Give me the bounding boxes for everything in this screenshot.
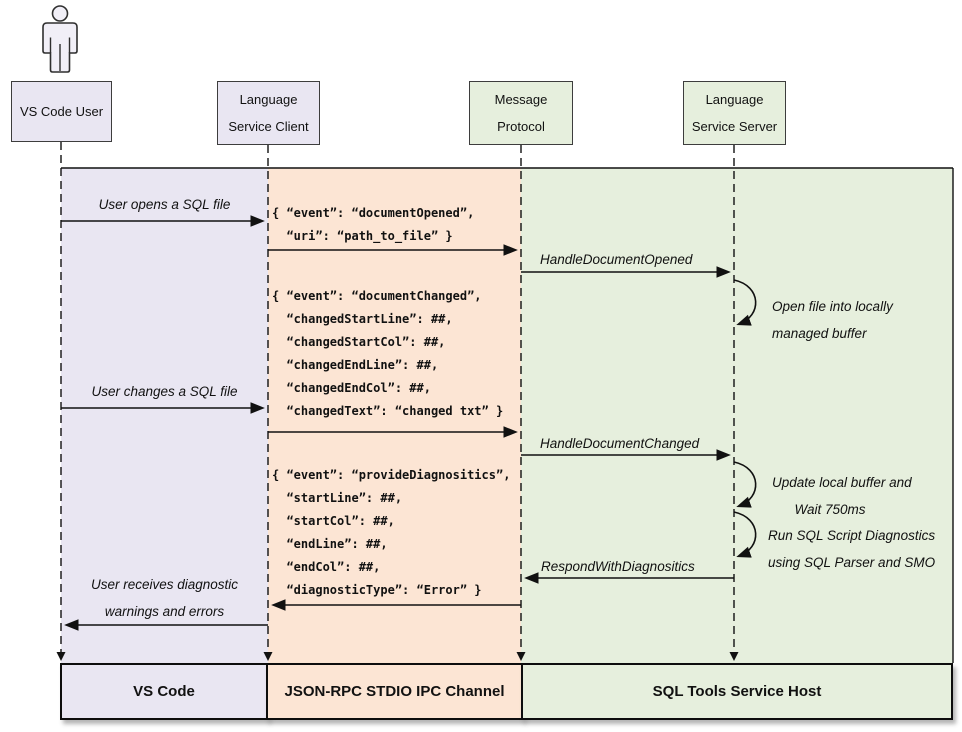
lane-label: SQL Tools Service Host [652,683,822,700]
actor-body [42,22,78,73]
actor-box-message-protocol: Message Protocol [469,81,573,145]
lane-box-vscode: VS Code [60,663,268,720]
actor-head [51,5,69,22]
actor-label-line1: Language [705,92,764,107]
lane-label: VS Code [133,683,195,700]
actor-box-language-service-server: Language Service Server [683,81,786,145]
note-open-file: Open file into locally managed buffer [772,299,893,341]
band-sqltools [521,168,953,663]
lane-box-jsonrpc-channel: JSON-RPC STDIO IPC Channel [266,663,523,720]
lane-box-sqltools-host: SQL Tools Service Host [521,663,953,720]
message-label-user-opens: User opens a SQL file [98,197,231,212]
band-vscode [61,168,268,663]
message-label-respond-with-diagnostics: RespondWithDiagnositics [541,559,695,574]
actor-limbs [49,37,71,71]
json-message-document-changed: { “event”: “documentChanged”, “changedSt… [272,289,504,418]
json-message-document-opened: { “event”: “documentOpened”, “uri”: “pat… [272,206,475,243]
actor-label-line1: Language [239,92,298,107]
lane-label: JSON-RPC STDIO IPC Channel [284,683,505,700]
message-label-user-changes: User changes a SQL file [91,384,238,399]
actor-label-line2: Service Server [691,119,778,134]
actor-label-line2: Service Client [228,119,309,134]
note-run-diagnostics: Run SQL Script Diagnostics using SQL Par… [768,528,936,570]
note-update-buffer: Update local buffer and Wait 750ms [772,475,912,517]
actor-box-vscode-user: VS Code User [11,81,112,142]
message-label-handle-document-changed: HandleDocumentChanged [540,436,700,451]
actor-label-line2: Protocol [497,119,545,134]
actor-box-language-service-client: Language Service Client [217,81,320,145]
actor-label-line1: Message [494,92,548,107]
message-label-handle-document-opened: HandleDocumentOpened [540,252,693,267]
actor-label: VS Code User [19,104,104,119]
json-message-provide-diagnostics: { “event”: “provideDiagnositics”, “start… [272,468,511,597]
user-actor-icon [42,5,78,73]
message-label-user-receives: User receives diagnostic warnings and er… [90,577,239,619]
